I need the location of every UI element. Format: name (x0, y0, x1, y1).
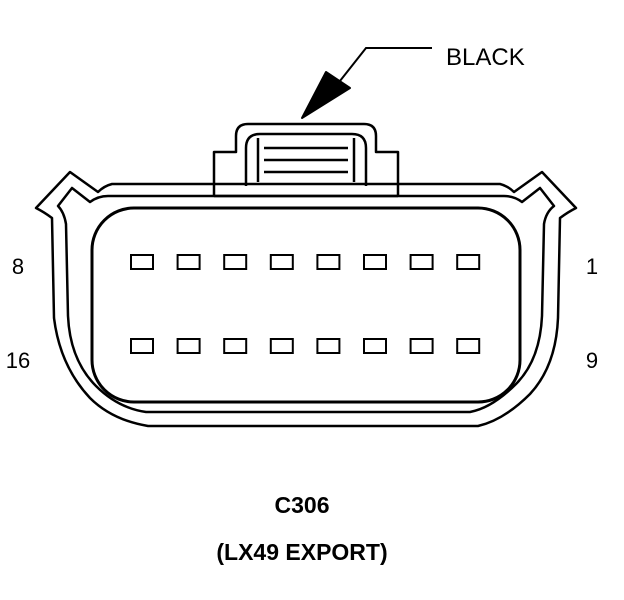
pin-cavity (363, 338, 387, 354)
pin-cavity (316, 338, 341, 354)
connector-variant: (LX49 EXPORT) (216, 539, 387, 565)
pin-cavity (456, 338, 481, 354)
connector-id: C306 (275, 492, 330, 518)
pin-cavity (269, 254, 294, 270)
pin-cavity (176, 338, 201, 354)
pin-cavity (409, 338, 434, 354)
pin-cavity (316, 254, 341, 270)
pin-cavities (130, 254, 481, 354)
callout-arrowhead (301, 71, 351, 119)
pin-cavity (176, 254, 201, 270)
pin-label-8: 8 (12, 254, 24, 279)
callout-label: BLACK (446, 44, 525, 71)
pin-cavity (363, 254, 387, 270)
pin-cavity (130, 338, 154, 354)
pin-label-1: 1 (586, 254, 598, 279)
connector-housing-middle (56, 186, 556, 414)
pin-cavity (409, 254, 434, 270)
pin-label-9: 9 (586, 348, 598, 373)
pin-cavity (223, 338, 248, 354)
connector-housing-outer (34, 170, 578, 428)
connector-face (90, 206, 522, 404)
pin-cavity (223, 254, 248, 270)
pin-cavity (456, 254, 481, 270)
callout-leader-line (335, 47, 432, 87)
pin-label-16: 16 (6, 348, 30, 373)
pin-cavity (130, 254, 154, 270)
pin-cavity (269, 338, 294, 354)
